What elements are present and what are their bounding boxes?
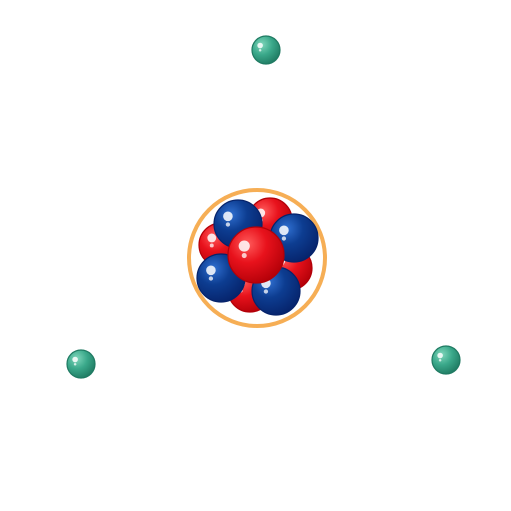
electron-2: [66, 349, 96, 379]
electron-3: [431, 345, 461, 375]
nucleus-particles: [196, 197, 319, 316]
electrons: [66, 35, 461, 379]
electron-1: [251, 35, 281, 65]
nucleus: [187, 188, 327, 328]
proton-5: [227, 226, 285, 284]
